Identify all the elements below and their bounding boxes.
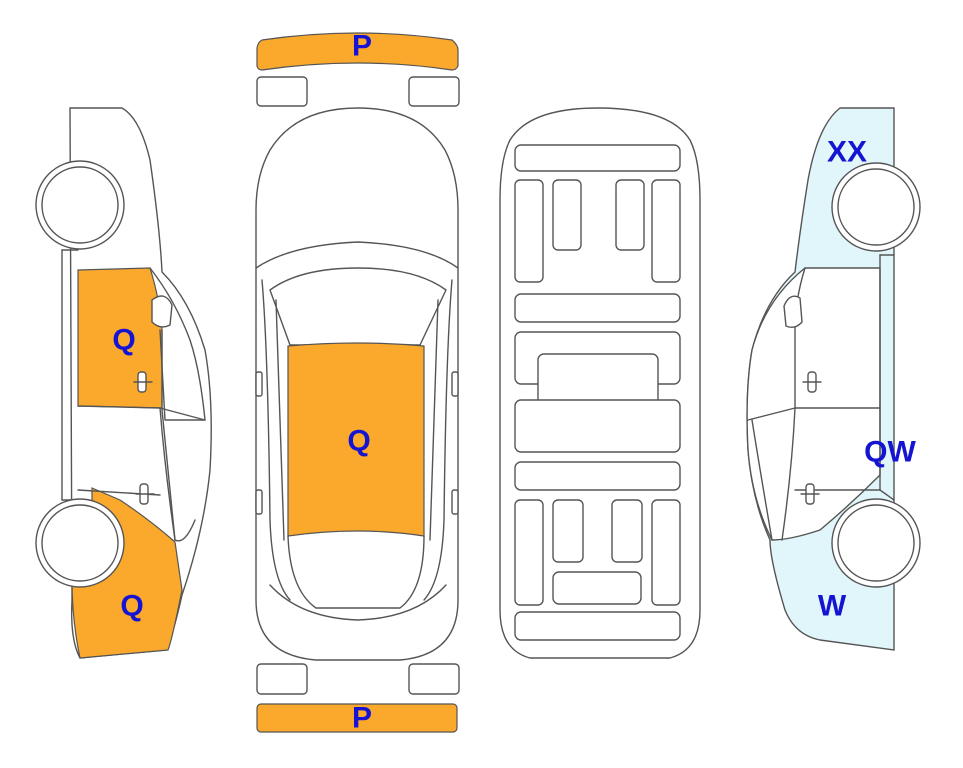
right-front-wheel	[831, 162, 921, 252]
roof-label: Q	[347, 425, 370, 458]
top-view	[255, 32, 460, 733]
right-rear-wheel	[831, 498, 921, 588]
left-rear-quarter-label: Q	[120, 590, 143, 623]
right-front-fender-label: XX	[827, 136, 867, 169]
right-side-panel-label: QW	[864, 436, 916, 469]
left-front-door-label: Q	[112, 324, 135, 357]
right-rear-quarter-label: W	[818, 590, 847, 623]
left-rear-wheel	[35, 498, 125, 588]
rear-bumper	[256, 703, 458, 733]
right-side-view	[746, 107, 921, 651]
front-bumper-label: P	[352, 30, 372, 63]
front-bumper	[256, 32, 459, 71]
left-side-view	[35, 107, 212, 659]
left-front-wheel	[35, 160, 125, 250]
underside-view	[499, 107, 701, 659]
rear-bumper-label: P	[352, 702, 372, 735]
damage-labels: P P Q Q Q XX QW W	[112, 30, 916, 735]
